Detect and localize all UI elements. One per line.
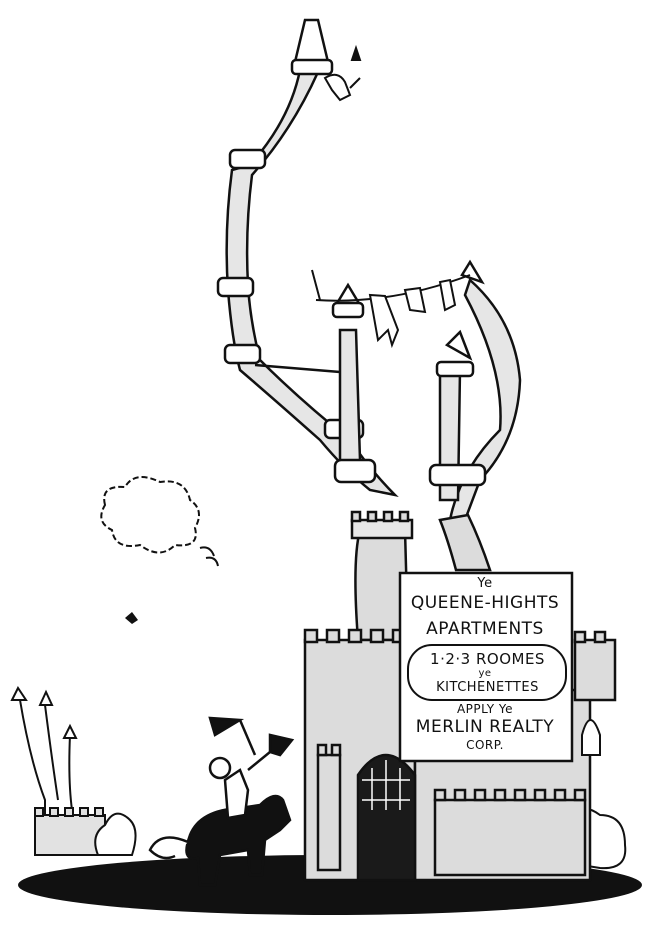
man-on-tower [323, 44, 362, 102]
sign-building-name: QUEENE-HIGHTS [410, 593, 560, 613]
sign-rooms: 1·2·3 ROOMES [430, 650, 545, 668]
distant-castle [10, 686, 106, 856]
sign-realty: MERLIN REALTY [415, 717, 555, 737]
side-window [581, 719, 601, 756]
sign-corp: CORP. [466, 738, 504, 752]
sign-apartments: APARTMENTS [426, 619, 544, 639]
sign-kitchenettes: KITCHENETTES [436, 680, 539, 695]
knight-on-horse [148, 716, 295, 887]
clothesline [311, 269, 471, 349]
sign-apply: APPLY Ye [456, 702, 514, 716]
left-tower [216, 18, 399, 498]
castle-gate [356, 753, 417, 882]
middle-tower [254, 282, 377, 484]
sign-inner-oval [407, 644, 567, 701]
sign-ye-mid: ye [478, 668, 492, 679]
advertisement-sign [398, 571, 574, 763]
smoke-cloud [100, 476, 200, 554]
sign-ye-top: Ye [477, 576, 493, 591]
bird [125, 612, 138, 624]
